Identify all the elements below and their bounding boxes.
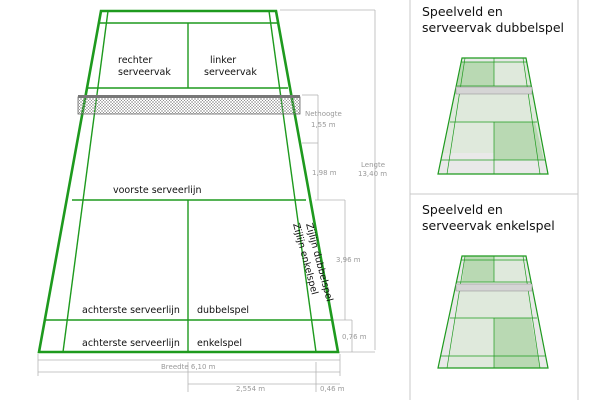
- dimension-labels: Nethoogte 1,55 m Lengte 13,40 m 1,98 m 3…: [161, 110, 387, 393]
- dimension-lines: [37, 9, 376, 392]
- left-service-label-1: linker: [210, 55, 236, 66]
- singles-panel-title-1: Speelveld en: [422, 202, 503, 217]
- mini-court-doubles: [437, 57, 549, 175]
- mini-court-singles: [437, 255, 549, 369]
- doubles-panel-title-2: serveervak dubbelspel: [422, 20, 564, 35]
- width-dim: Breedte 6,10 m: [161, 363, 216, 371]
- panel-titles: Speelveld en serveervak dubbelspel Speel…: [422, 4, 564, 233]
- net: [77, 95, 301, 115]
- main-court: [37, 9, 340, 354]
- right-service-label-1: rechter: [118, 55, 152, 66]
- back-service-line-label-1: achterste serveerlijn: [82, 305, 180, 316]
- doubles-panel-title-1: Speelveld en: [422, 4, 503, 19]
- length-value: 13,40 m: [358, 170, 387, 178]
- width-part-dim: 2,554 m: [236, 385, 265, 393]
- length-label: Lengte: [361, 161, 385, 169]
- net-height-value: 1,55 m: [311, 121, 336, 129]
- front-service-line-label: voorste serveerlijn: [113, 185, 202, 196]
- singles-label: enkelspel: [197, 338, 242, 349]
- front-service-dim: 1,98 m: [312, 169, 337, 177]
- mid-dim: 3,96 m: [336, 256, 361, 264]
- right-service-label-2: serveervak: [118, 67, 171, 78]
- net-height-label: Nethoogte: [305, 110, 342, 118]
- panel-borders: [409, 0, 579, 400]
- back-service-line-label-2: achterste serveerlijn: [82, 338, 180, 349]
- alley-dim: 0,46 m: [320, 385, 345, 393]
- singles-panel-title-2: serveervak enkelspel: [422, 218, 555, 233]
- left-service-label-2: serveervak: [204, 67, 257, 78]
- back-dim: 0,76 m: [342, 333, 367, 341]
- doubles-label: dubbelspel: [197, 305, 249, 316]
